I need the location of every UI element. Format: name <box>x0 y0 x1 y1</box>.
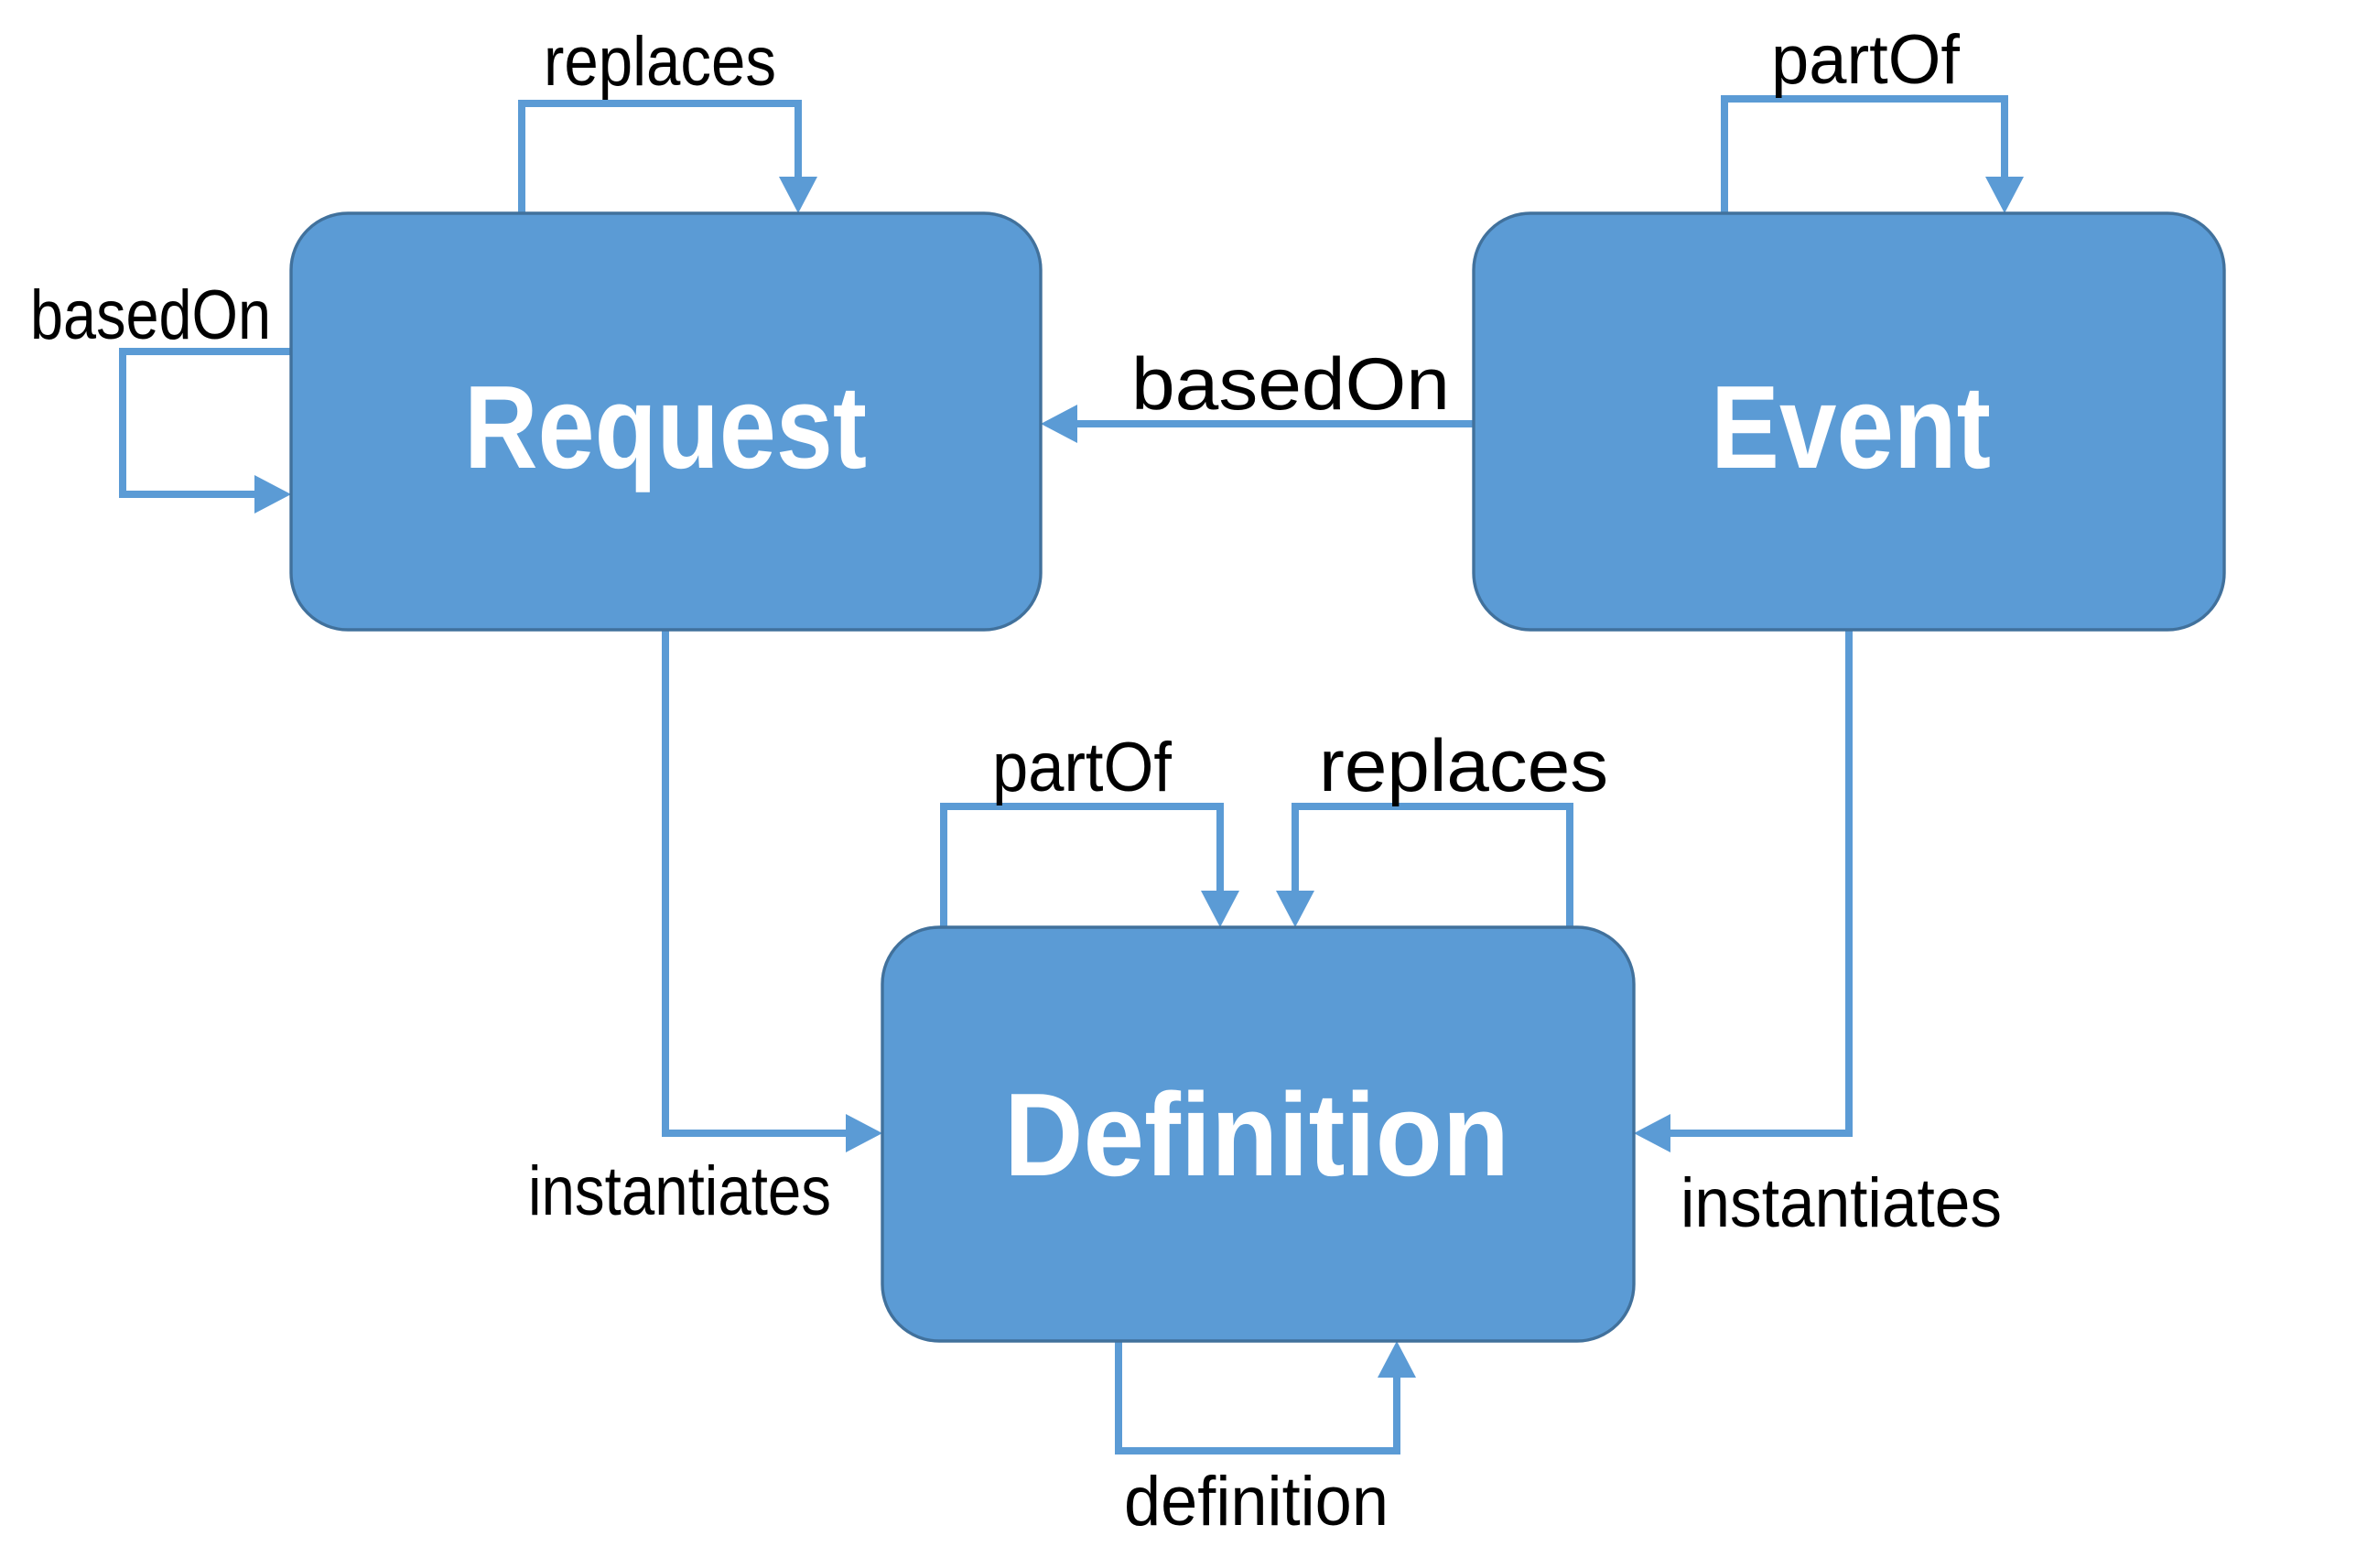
svg-text:Request: Request <box>464 362 867 493</box>
svg-text:instantiates: instantiates <box>1681 1164 2002 1242</box>
svg-text:partOf: partOf <box>1771 21 1961 99</box>
svg-text:basedOn: basedOn <box>30 276 271 354</box>
svg-text:replaces: replaces <box>1319 725 1608 807</box>
svg-text:basedOn: basedOn <box>1131 343 1450 426</box>
svg-text:Definition: Definition <box>1004 1069 1509 1201</box>
svg-text:partOf: partOf <box>992 729 1173 806</box>
svg-text:definition: definition <box>1124 1463 1389 1541</box>
svg-text:Event: Event <box>1711 362 1991 493</box>
svg-text:replaces: replaces <box>544 23 776 101</box>
svg-text:instantiates: instantiates <box>528 1152 831 1230</box>
